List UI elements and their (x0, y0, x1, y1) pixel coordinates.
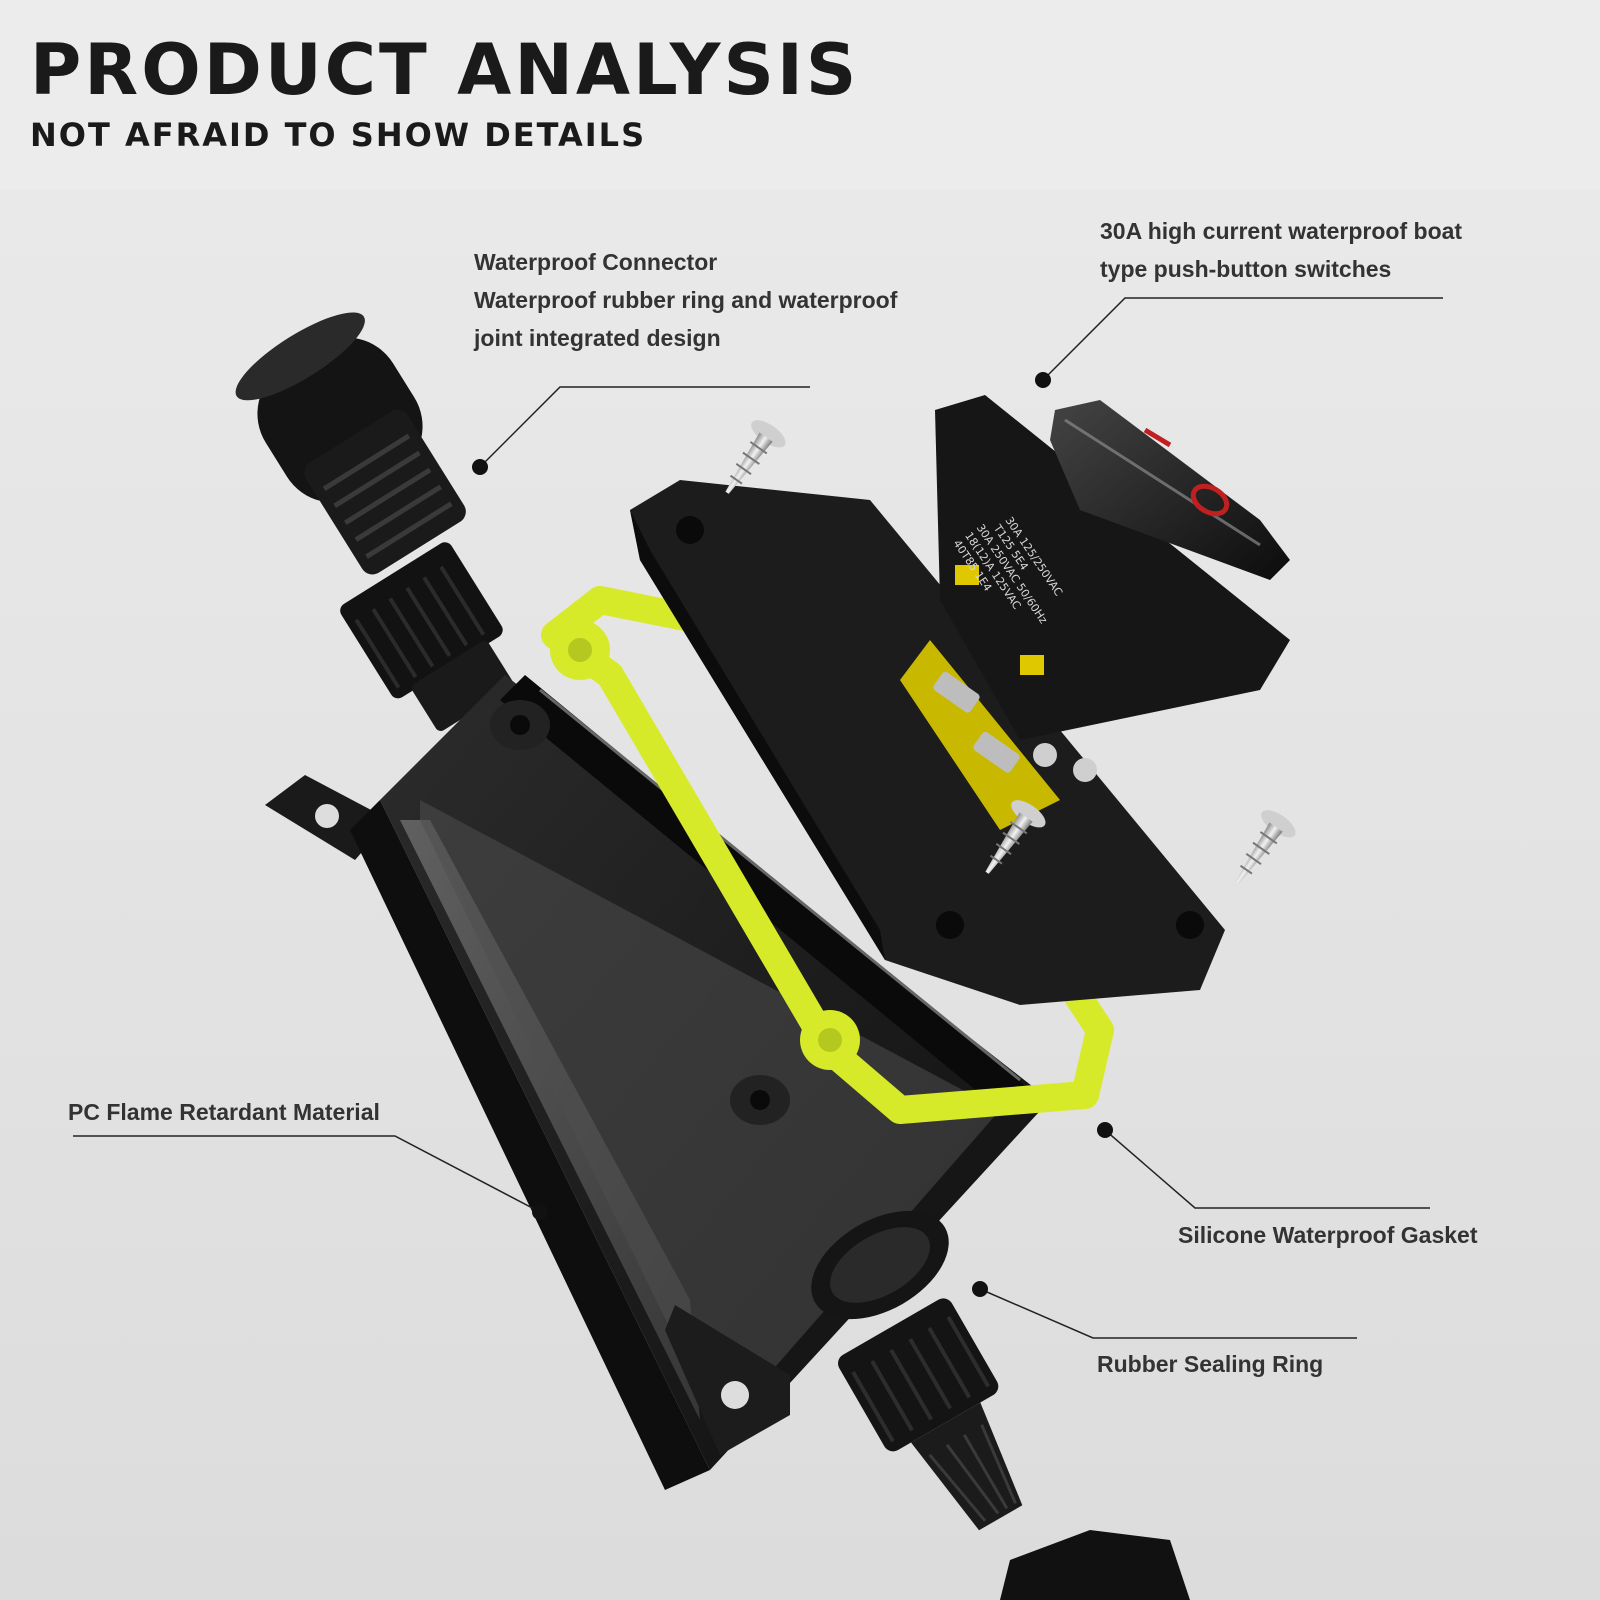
leader-material (73, 1135, 541, 1213)
header-band (0, 0, 1600, 190)
callout-push-button-switch: 30A high current waterproof boat type pu… (1100, 212, 1462, 288)
leader-dot-connector (472, 459, 488, 475)
upper-cable-gland (235, 312, 513, 731)
callout-material-line-1: PC Flame Retardant Material (68, 1099, 380, 1125)
callout-connector-line-1: Waterproof Connector (474, 249, 718, 275)
page-title: PRODUCT ANALYSIS (30, 29, 860, 111)
callout-silicone-gasket: Silicone Waterproof Gasket (1178, 1216, 1478, 1254)
leader-connector (479, 386, 810, 468)
callout-connector-line-3: joint integrated design (474, 325, 721, 351)
screw-2 (985, 800, 1046, 874)
callout-gasket-line-1: Silicone Waterproof Gasket (1178, 1222, 1478, 1248)
callout-pc-flame-retardant: PC Flame Retardant Material (68, 1093, 380, 1131)
mounting-screws (725, 420, 1296, 884)
screw-1 (725, 420, 786, 494)
callout-sealing-ring-line-1: Rubber Sealing Ring (1097, 1351, 1324, 1377)
callout-switch-line-1: 30A high current waterproof boat (1100, 218, 1463, 244)
callout-rubber-sealing-ring: Rubber Sealing Ring (1097, 1345, 1323, 1383)
leader-dot-sealing-ring (972, 1281, 988, 1297)
leader-gasket (1104, 1129, 1430, 1209)
page-subtitle: NOT AFRAID TO SHOW DETAILS (30, 116, 647, 154)
leader-switch (1042, 297, 1443, 381)
callout-connector-line-2: Waterproof rubber ring and waterproof (474, 287, 898, 313)
leader-sealing-ring (979, 1288, 1357, 1339)
screw-3 (1235, 810, 1296, 884)
leader-dot-material (532, 1204, 548, 1220)
rocker-switch: 30A 125/250VAC T125 5E4 30A 250VAC 50/60… (933, 395, 1290, 782)
leader-dot-switch (1035, 372, 1051, 388)
leader-dots (472, 372, 1113, 1297)
leader-lines (73, 297, 1443, 1339)
leader-dot-gasket (1097, 1122, 1113, 1138)
callout-switch-line-2: type push-button switches (1100, 256, 1392, 282)
lower-cable-gland (811, 1210, 1190, 1600)
callout-waterproof-connector: Waterproof Connector Waterproof rubber r… (474, 243, 897, 357)
